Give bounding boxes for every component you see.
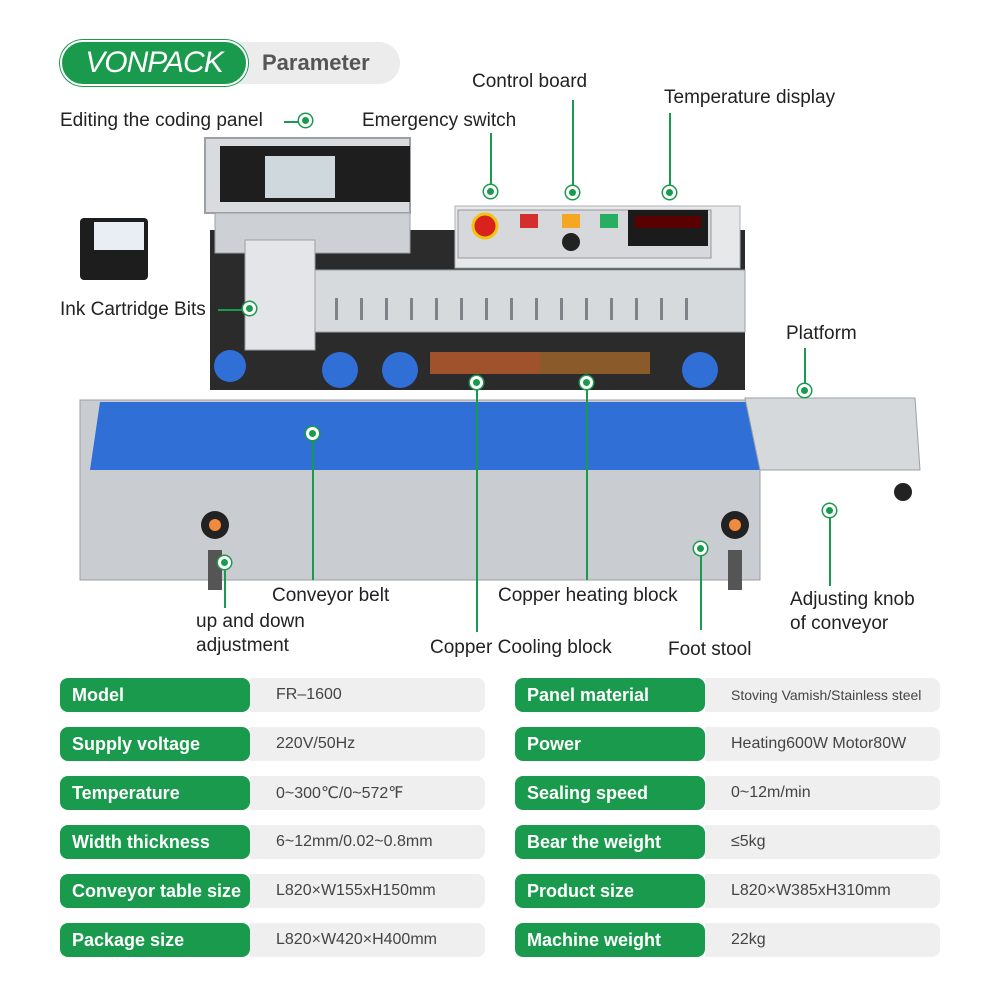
printer-head xyxy=(244,239,316,351)
label-control-board: Control board xyxy=(472,71,588,92)
spec-row-sealing-speed: Sealing speed 0~12m/min xyxy=(515,776,940,810)
spec-row-temperature: Temperature 0~300℃/0~572℉ xyxy=(60,776,485,810)
cartridge-label xyxy=(94,222,144,250)
spec-row-machine-weight: Machine weight 22kg xyxy=(515,923,940,957)
label-platform: Platform xyxy=(786,323,857,344)
callout-dot xyxy=(580,376,593,389)
label-conveyor-belt: Conveyor belt xyxy=(272,585,390,606)
callout-line xyxy=(284,121,306,123)
platform-surface xyxy=(744,397,921,471)
coding-screen xyxy=(265,156,335,198)
spec-value: Stoving Vamish/Stainless steel xyxy=(705,678,940,712)
spec-row-bear-weight: Bear the weight ≤5kg xyxy=(515,825,940,859)
spec-key: Panel material xyxy=(515,678,705,712)
spec-row-supply-voltage: Supply voltage 220V/50Hz xyxy=(60,727,485,761)
callout-line xyxy=(476,382,478,632)
callout-dot xyxy=(484,185,497,198)
callout-line xyxy=(829,510,831,586)
spec-value: 0~300℃/0~572℉ xyxy=(250,776,485,810)
spec-key: Product size xyxy=(515,874,705,908)
spec-key: Conveyor table size xyxy=(60,874,250,908)
copper-heating-block xyxy=(540,352,650,374)
label-adjusting-knob-2: of conveyor xyxy=(790,613,889,634)
spec-row-model: Model FR–1600 xyxy=(60,678,485,712)
callout-line xyxy=(490,133,492,191)
spec-key: Model xyxy=(60,678,250,712)
callout-dot xyxy=(306,427,319,440)
emergency-button xyxy=(471,212,499,240)
callout-dot xyxy=(694,542,707,555)
callout-line xyxy=(224,562,226,608)
spec-key: Power xyxy=(515,727,705,761)
label-adjusting-knob-1: Adjusting knob xyxy=(790,589,915,610)
spec-value: ≤5kg xyxy=(705,825,940,859)
label-emergency-switch: Emergency switch xyxy=(362,110,517,131)
spec-key: Sealing speed xyxy=(515,776,705,810)
callout-line xyxy=(586,382,588,580)
amber-switch xyxy=(562,214,580,228)
callout-dot xyxy=(663,186,676,199)
spec-value: 22kg xyxy=(705,923,940,957)
spec-key: Temperature xyxy=(60,776,250,810)
conveyor-adjust-knob xyxy=(894,483,912,501)
callout-dot xyxy=(823,504,836,517)
spec-value: 0~12m/min xyxy=(705,776,940,810)
callout-line xyxy=(312,434,314,580)
spec-row-conveyor-table-size: Conveyor table size L820×W155xH150mm xyxy=(60,874,485,908)
spec-value: 220V/50Hz xyxy=(250,727,485,761)
spec-key: Bear the weight xyxy=(515,825,705,859)
label-ink-cartridge: Ink Cartridge Bits xyxy=(60,299,206,320)
callout-line xyxy=(572,100,574,192)
spec-row-panel-material: Panel material Stoving Vamish/Stainless … xyxy=(515,678,940,712)
spec-value: L820×W385xH310mm xyxy=(705,874,940,908)
spec-value: FR–1600 xyxy=(250,678,485,712)
conveyor-belt-surface xyxy=(90,402,760,470)
spec-row-package-size: Package size L820×W420×H400mm xyxy=(60,923,485,957)
spec-row-power: Power Heating600W Motor80W xyxy=(515,727,940,761)
spec-key: Machine weight xyxy=(515,923,705,957)
label-temperature-display: Temperature display xyxy=(664,87,836,108)
green-switch xyxy=(600,214,618,228)
brand-logo: VONPACK xyxy=(60,40,248,86)
callout-line xyxy=(669,113,671,192)
cover-slots xyxy=(335,298,688,320)
speed-knob xyxy=(562,233,580,251)
label-copper-heating: Copper heating block xyxy=(498,585,678,606)
rollers xyxy=(214,350,718,388)
spec-key: Supply voltage xyxy=(60,727,250,761)
label-foot-stool: Foot stool xyxy=(668,639,752,660)
foot-left xyxy=(208,550,222,590)
label-up-down-1: up and down xyxy=(196,611,305,632)
sealer-machine-illustration xyxy=(79,137,921,590)
spec-row-width-thickness: Width thickness 6~12mm/0.02~0.8mm xyxy=(60,825,485,859)
spec-key: Package size xyxy=(60,923,250,957)
callout-dot xyxy=(218,556,231,569)
callout-dot xyxy=(470,376,483,389)
page-title: Parameter xyxy=(262,50,370,75)
red-switch xyxy=(520,214,538,228)
spec-key: Width thickness xyxy=(60,825,250,859)
callout-dot xyxy=(299,114,312,127)
spec-value: L820×W155xH150mm xyxy=(250,874,485,908)
callout-line xyxy=(218,309,250,311)
foot-right xyxy=(728,550,742,590)
label-coding-panel: Editing the coding panel xyxy=(60,110,263,131)
spec-row-product-size: Product size L820×W385xH310mm xyxy=(515,874,940,908)
spec-value: 6~12mm/0.02~0.8mm xyxy=(250,825,485,859)
callout-dot xyxy=(566,186,579,199)
callout-line xyxy=(804,348,806,390)
callout-line xyxy=(700,548,702,630)
callout-dot xyxy=(798,384,811,397)
callout-dot xyxy=(243,302,256,315)
heater-cover xyxy=(314,269,746,333)
temp-readout xyxy=(635,216,701,228)
copper-cooling-block xyxy=(430,352,540,374)
label-up-down-2: adjustment xyxy=(196,635,289,656)
label-copper-cooling: Copper Cooling block xyxy=(430,637,612,658)
spec-value: Heating600W Motor80W xyxy=(705,727,940,761)
spec-value: L820×W420×H400mm xyxy=(250,923,485,957)
